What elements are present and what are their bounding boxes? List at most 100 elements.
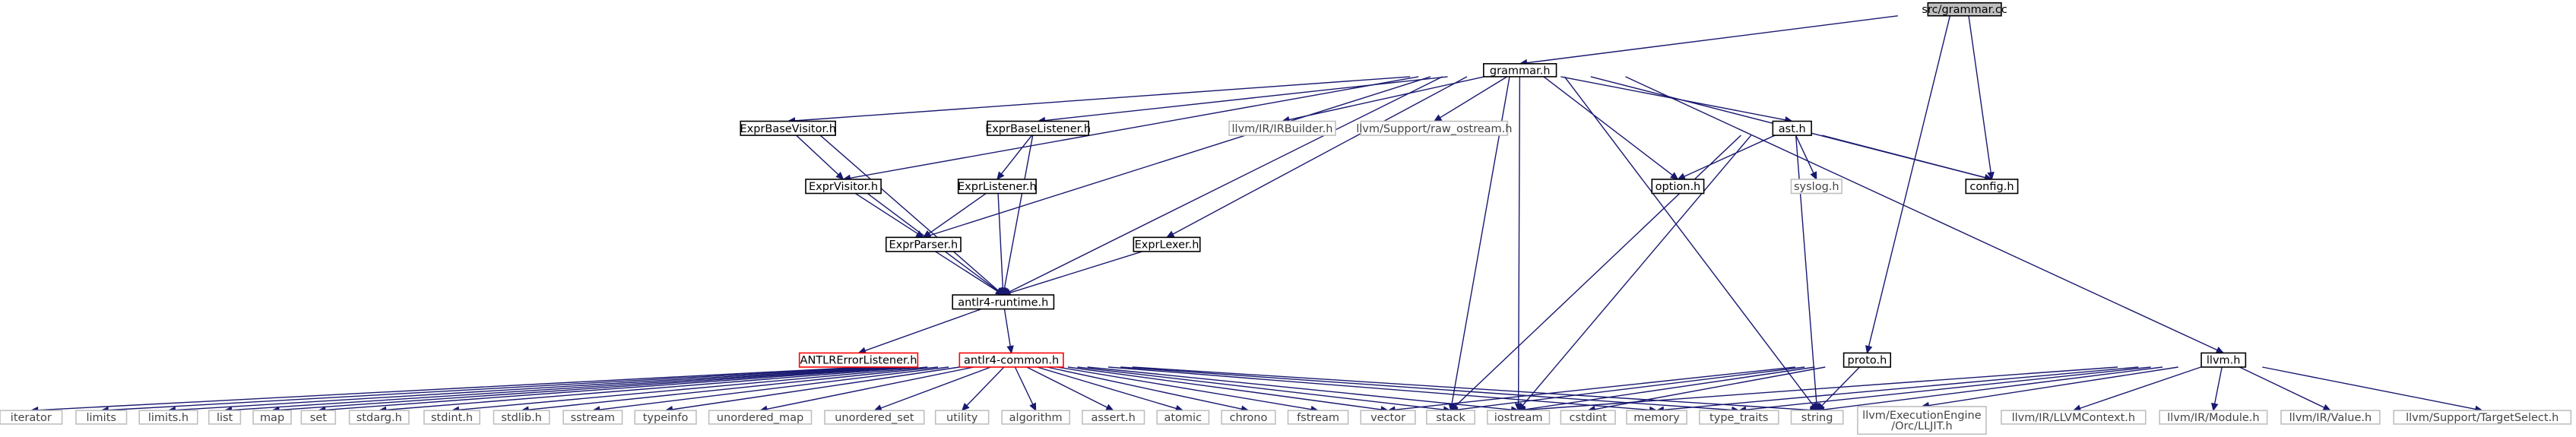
edge-line — [2239, 366, 2325, 408]
node-label: ExprBaseListener.h — [985, 123, 1091, 135]
node-unordered-set: unordered_set — [824, 410, 925, 425]
node-sstream: sstream — [562, 410, 623, 425]
node-exprbasevisitor-h[interactable]: ExprBaseVisitor.h — [740, 120, 836, 136]
edge-arrowhead — [922, 230, 932, 239]
node-label: ANTLRErrorListener.h — [800, 355, 917, 367]
edge-line — [1522, 135, 1752, 406]
node-exprvisitor-h[interactable]: ExprVisitor.h — [805, 179, 882, 195]
edge-llvm-h-to-value-h — [2239, 366, 2332, 411]
edge-line — [880, 366, 991, 409]
edge-line — [672, 366, 960, 410]
node-box — [1360, 120, 1509, 136]
node-targetselect-h: llvm/Support/TargetSelect.h — [2393, 410, 2572, 425]
node-label: unordered_set — [835, 412, 914, 424]
edge-exprparser-h-to-antlr4-runtime-h — [935, 251, 1004, 296]
edge-exprbasevisitor-h-to-antlr4-runtime-h — [819, 135, 1004, 296]
edge-line — [2213, 366, 2223, 404]
node-box — [1486, 410, 1551, 425]
node-map: map — [252, 410, 292, 425]
edge-arrowhead — [1165, 230, 1175, 238]
node-option-h[interactable]: option.h — [1651, 179, 1705, 195]
node-exprlistener-h[interactable]: ExprListener.h — [957, 179, 1037, 195]
node-label: memory — [1633, 412, 1680, 424]
edge-line — [1009, 76, 1443, 293]
edge-antlr4-common-h-to-utility — [961, 366, 1005, 412]
edge-line — [385, 366, 917, 411]
edge-exprbasevisitor-h-to-exprvisitor-h — [796, 135, 844, 180]
node-label: sstream — [571, 412, 615, 424]
node-type-traits: type_traits — [1698, 410, 1779, 425]
node-label: grammar.h — [1490, 65, 1551, 77]
edge-line — [278, 366, 901, 411]
edge-arrowhead — [1029, 402, 1037, 412]
node-box — [805, 179, 882, 195]
edge-line — [1172, 76, 1468, 235]
node-box — [1790, 410, 1844, 425]
edge-line — [1288, 76, 1484, 121]
edge-grammar-cc-to-proto-h — [1865, 15, 1951, 354]
node-grammar-cc[interactable]: src/grammar.cc — [1922, 2, 2007, 17]
node-label: iterator — [11, 412, 52, 424]
node-typeinfo: typeinfo — [634, 410, 697, 425]
node-exprbaselistener-h[interactable]: ExprBaseListener.h — [985, 120, 1091, 136]
edge-line — [458, 366, 928, 411]
edge-antlr4-common-h-to-stdint-h — [451, 366, 928, 414]
edge-arrowhead — [1105, 404, 1114, 411]
node-box — [300, 410, 337, 425]
node-box — [1426, 410, 1475, 425]
node-config-h[interactable]: config.h — [1965, 179, 2019, 195]
node-label: ExprBaseVisitor.h — [740, 123, 835, 135]
node-label: proto.h — [1847, 355, 1887, 367]
node-label: list — [217, 412, 233, 424]
node-label: atomic — [1164, 412, 1202, 424]
edge-line — [1003, 309, 1011, 347]
edge-line — [1564, 76, 1814, 406]
node-box — [1001, 410, 1071, 425]
node-exprlexer-h[interactable]: ExprLexer.h — [1133, 236, 1201, 252]
node-exprparser-h[interactable]: ExprParser.h — [885, 236, 962, 252]
node-label: ExprLexer.h — [1135, 239, 1199, 252]
node-label: assert.h — [1091, 412, 1135, 424]
node-raw-ostream-h: llvm/Support/raw_ostream.h — [1356, 120, 1512, 136]
edge-line — [997, 193, 1004, 289]
node-list: list — [208, 410, 242, 425]
node-label: stdint.h — [431, 412, 473, 424]
edge-ast-h-to-option-h — [1677, 135, 1776, 180]
node-grammar-h[interactable]: grammar.h — [1482, 63, 1557, 78]
node-label: llvm/IR/LLVMContext.h — [2012, 412, 2135, 424]
node-label: /Orc/LLJIT.h — [1891, 420, 1952, 432]
node-box — [1156, 410, 1210, 425]
node-assert-h: assert.h — [1082, 410, 1145, 425]
node-box — [348, 410, 410, 425]
edge-line — [1014, 366, 1034, 405]
edge-line — [1026, 366, 1107, 408]
node-unordered-map: unordered_map — [708, 410, 813, 425]
edge-arrowhead — [999, 287, 1007, 296]
edge-line — [2080, 366, 2201, 409]
node-proto-h[interactable]: proto.h — [1842, 352, 1892, 368]
edge-arrowhead — [1677, 173, 1687, 180]
node-box — [75, 410, 128, 425]
edge-arrowhead — [1669, 172, 1679, 180]
node-box — [252, 410, 292, 425]
edge-line — [325, 366, 908, 411]
edge-exprvisitor-h-to-exprparser-h — [854, 192, 924, 239]
edge-ast-h-to-iostream — [1517, 135, 1752, 412]
edge-grammar-h-to-option-h — [1543, 76, 1679, 180]
edge-line — [37, 366, 865, 411]
node-box — [1287, 410, 1349, 425]
node-antlr4-runtime-h[interactable]: antlr4-runtime.h — [952, 294, 1055, 310]
node-antlrerrorlistener-h[interactable]: ANTLRErrorListener.h — [798, 352, 919, 368]
edge-llvm-h-to-string — [1816, 366, 2163, 413]
node-syslog-h: syslog.h — [1790, 179, 1842, 195]
edge-line — [1047, 366, 1242, 410]
edge-arrowhead — [1987, 171, 1995, 181]
node-ast-h[interactable]: ast.h — [1772, 120, 1812, 136]
node-antlr4-common-h[interactable]: antlr4-common.h — [958, 352, 1064, 368]
node-llvm-h[interactable]: llvm.h — [2201, 352, 2247, 368]
edge-line — [1526, 15, 1898, 64]
edge-line — [231, 366, 894, 411]
edge-line — [1968, 15, 1991, 173]
node-box — [2280, 410, 2381, 425]
node-box — [423, 410, 480, 425]
